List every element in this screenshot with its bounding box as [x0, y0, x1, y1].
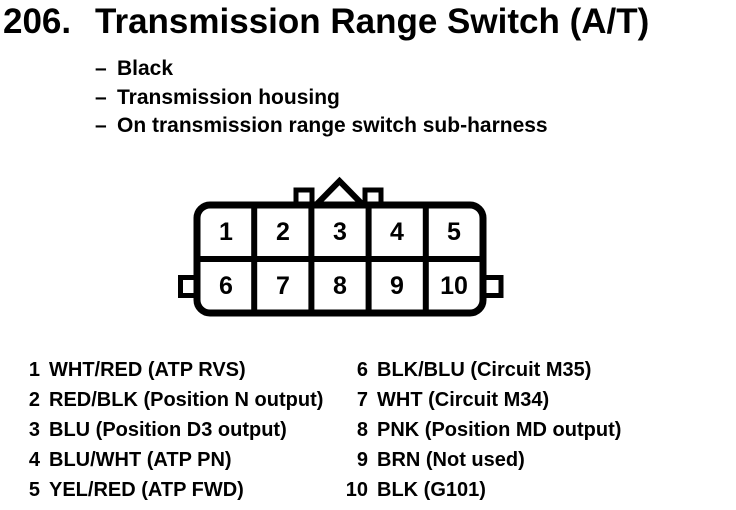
legend-row: 1 WHT/RED (ATP RVS) [14, 355, 323, 385]
legend-pin-number: 2 [28, 389, 40, 411]
note-item: – Transmission housing [95, 84, 548, 113]
pin-cavity-1: 1 [219, 218, 233, 246]
legend-pin-number: 1 [28, 359, 40, 381]
legend-row: 5 YEL/RED (ATP FWD) [14, 475, 323, 505]
legend-pin-number: 6 [356, 359, 368, 381]
legend-pin-number: 3 [28, 419, 40, 441]
connector-latch-chevron [311, 176, 368, 210]
pin-cavity-9: 9 [390, 272, 404, 300]
legend-pin-number: 5 [28, 479, 40, 501]
legend-pin-label: BLU (Position D3 output) [49, 419, 287, 441]
legend-pin-label: RED/BLK (Position N output) [49, 389, 324, 411]
note-text: On transmission range switch sub-harness [117, 114, 548, 137]
legend-pin-label: BLK (G101) [377, 479, 486, 501]
title-text: Transmission Range Switch (A/T) [95, 2, 650, 41]
pin-cavity-5: 5 [447, 218, 461, 246]
legend-pin-number: 10 [345, 479, 368, 501]
legend-pin-number: 7 [356, 389, 368, 411]
dash-bullet: – [95, 114, 107, 137]
legend-row: 10 BLK (G101) [330, 475, 621, 505]
legend-row: 8 PNK (Position MD output) [330, 415, 622, 445]
pin-legend-right-column: 6 BLK/BLU (Circuit M35) 7 WHT (Circuit M… [330, 355, 622, 505]
note-text: Black [117, 57, 174, 80]
dash-bullet: – [95, 57, 107, 80]
legend-pin-number: 4 [28, 449, 40, 471]
pin-cavity-2: 2 [276, 218, 290, 246]
legend-pin-label: YEL/RED (ATP FWD) [49, 479, 244, 501]
legend-pin-number: 9 [356, 449, 368, 471]
legend-row: 4 BLU/WHT (ATP PN) [14, 445, 323, 475]
legend-pin-number: 8 [356, 419, 368, 441]
legend-row: 7 WHT (Circuit M34) [330, 385, 621, 415]
note-text: Transmission housing [117, 85, 340, 109]
legend-pin-label: BLK/BLU (Circuit M35) [377, 359, 592, 381]
legend-pin-label: WHT (Circuit M34) [377, 389, 550, 411]
legend-row: 3 BLU (Position D3 output) [14, 415, 323, 445]
legend-row: 2 RED/BLK (Position N output) [14, 385, 324, 415]
pin-legend-left-column: 1 WHT/RED (ATP RVS) 2 RED/BLK (Position … [14, 355, 324, 505]
pin-cavity-10: 10 [440, 272, 468, 300]
notes-list: – Black – Transmission housing – On tran… [95, 55, 548, 141]
legend-pin-label: PNK (Position MD output) [377, 419, 622, 441]
pin-cavity-7: 7 [276, 272, 290, 300]
legend-pin-label: BLU/WHT (ATP PN) [49, 449, 232, 471]
legend-pin-label: BRN (Not used) [377, 449, 525, 471]
pin-cavity-8: 8 [333, 272, 347, 300]
section-number: 206. [3, 2, 72, 41]
note-item: – Black [95, 55, 548, 84]
pin-cavity-3: 3 [333, 218, 347, 246]
dash-bullet: – [95, 85, 107, 109]
pin-cavity-6: 6 [219, 272, 233, 300]
legend-row: 9 BRN (Not used) [330, 445, 621, 475]
note-item: – On transmission range switch sub-harne… [95, 112, 548, 141]
connector-diagram: 1 2 3 4 5 6 7 8 9 10 [178, 176, 504, 317]
page-title: 206. Transmission Range Switch (A/T) [3, 4, 649, 40]
pin-cavity-4: 4 [390, 218, 404, 246]
legend-row: 6 BLK/BLU (Circuit M35) [330, 355, 621, 385]
legend-pin-label: WHT/RED (ATP RVS) [49, 359, 246, 381]
